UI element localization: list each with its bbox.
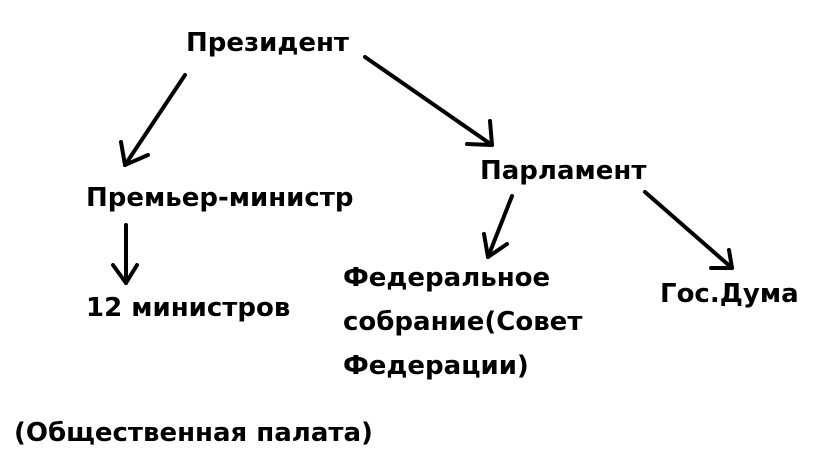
arrow-prime-minister-to-ministers [111,223,139,285]
node-parliament: Парламент [480,156,647,186]
arrow-parliament-to-state-duma [643,190,734,270]
arrow-parliament-to-federal-assembly [482,194,514,259]
node-federal-assembly-line: Федеральное [343,263,551,293]
node-state-duma: Гос.Дума [660,279,799,309]
node-federal-assembly-line: собрание(Совет [343,307,583,337]
arrow-president-to-prime-minister [119,73,187,167]
node-ministers: 12 министров [86,293,291,323]
node-federal-assembly-line: Федерации) [343,351,529,381]
arrow-president-to-parliament [363,55,494,147]
node-president: Президент [186,28,349,58]
node-federal-assembly: Федеральное собрание(Совет Федерации) [343,256,582,388]
node-prime-minister: Премьер-министр [86,183,354,213]
node-public-chamber: (Общественная палата) [14,418,373,448]
